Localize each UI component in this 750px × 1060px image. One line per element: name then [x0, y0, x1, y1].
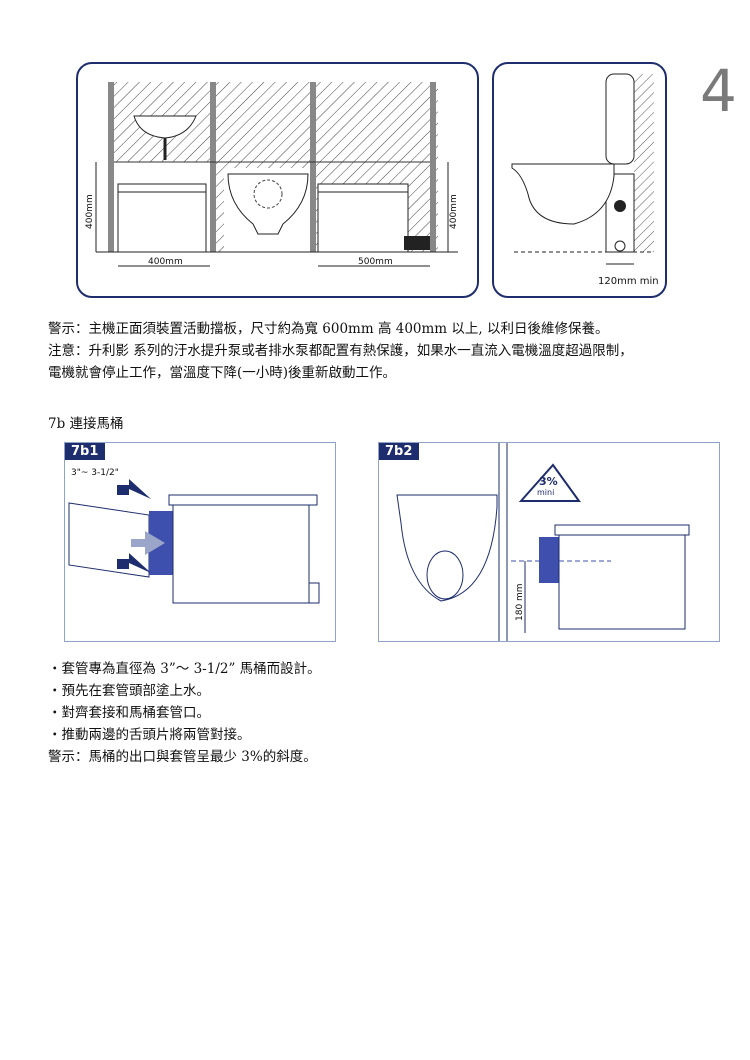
- figure-7b1: 7b1 3"~ 3-1/2": [64, 442, 336, 642]
- dim-width-left: 400mm: [148, 257, 183, 267]
- installation-diagram-side: 120mm min: [492, 62, 667, 298]
- dim-height-left: 400mm: [85, 194, 95, 229]
- instruction-list: ・套管專為直徑為 3”～ 3-1/2” 馬桶而設計。 ・預先在套管頭部塗上水。 …: [48, 658, 321, 768]
- warning-text: 警示：主機正面須裝置活動擋板，尺寸約為寬 600mm 高 400mm 以上, 以…: [48, 321, 609, 337]
- final-warning: 警示：馬桶的出口與套管呈最少 3%的斜度。: [48, 749, 317, 765]
- list-item: ・套管專為直徑為 3”～ 3-1/2” 馬桶而設計。: [48, 661, 321, 677]
- note-line-2: 電機就會停止工作，當溫度下降(一小時)後重新啟動工作。: [48, 365, 397, 381]
- list-item: ・預先在套管頭部塗上水。: [48, 683, 210, 699]
- installation-diagram-front: 400mm 400mm 400mm 500mm: [76, 62, 479, 298]
- dim-height-right: 400mm: [449, 194, 459, 229]
- height-dim-label: 180 mm: [515, 583, 525, 621]
- dim-width-right: 500mm: [358, 257, 393, 267]
- page-number: 4: [700, 57, 737, 125]
- note-line-1: 注意：升利影 系列的汙水提升泵或者排水泵都配置有熱保護，如果水一直流入電機溫度超…: [48, 343, 633, 359]
- figure-7b2: 7b2 3% mini 180 mm: [378, 442, 720, 642]
- slope-sub: mini: [537, 488, 554, 497]
- list-item: ・對齊套接和馬桶套管口。: [48, 705, 210, 721]
- pipe-size-label: 3"~ 3-1/2": [71, 468, 119, 478]
- figure-tag-7b2: 7b2: [379, 443, 420, 460]
- slope-percent: 3%: [539, 475, 558, 488]
- section-title: 7b 連接馬桶: [48, 416, 124, 432]
- list-item: ・推動兩邊的舌頭片將兩管對接。: [48, 727, 251, 743]
- dim-clearance: 120mm min: [598, 276, 659, 287]
- figure-tag-7b1: 7b1: [65, 443, 106, 460]
